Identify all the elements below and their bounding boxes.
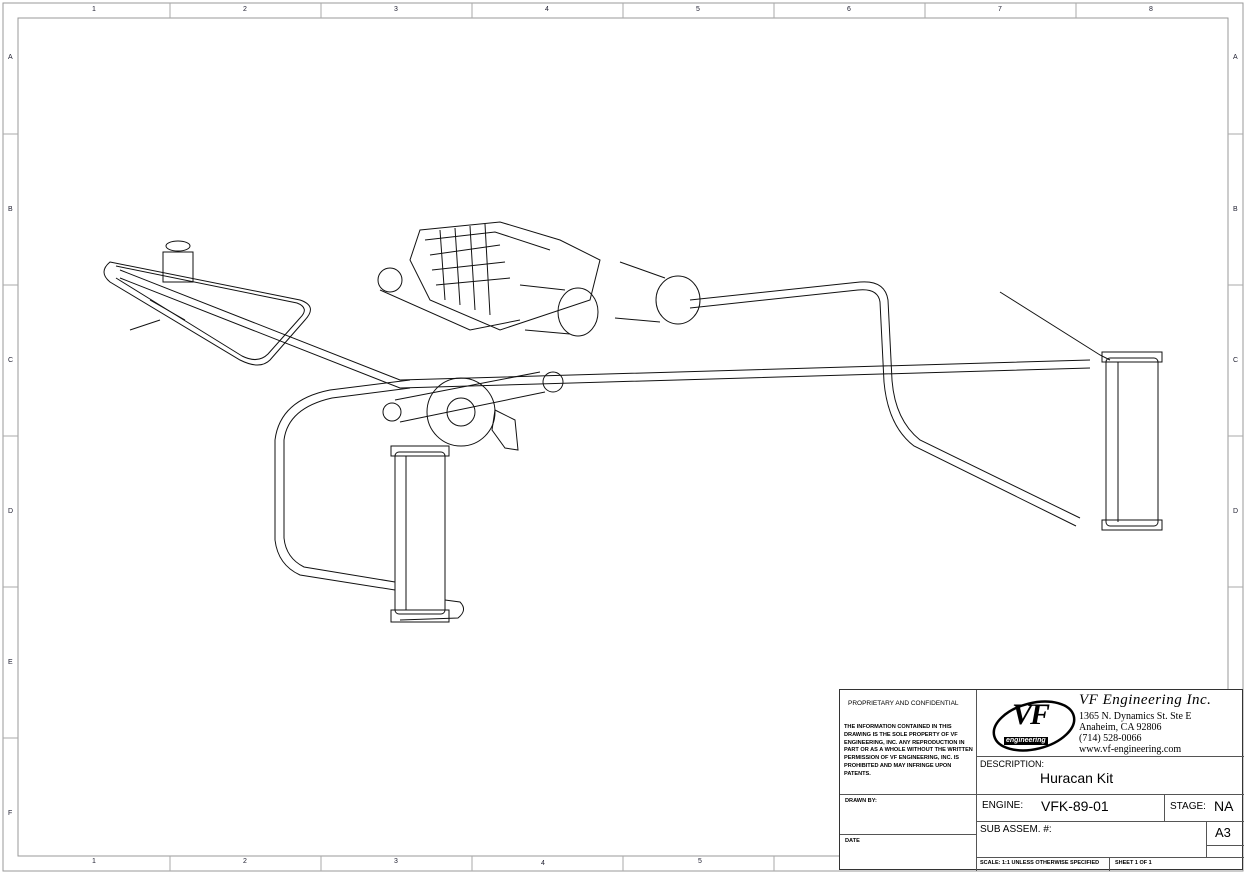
zone-label-right: C: [1233, 357, 1239, 364]
sheet-size: A3: [1215, 825, 1231, 840]
zone-label-left: C: [8, 357, 14, 364]
zone-label-right: D: [1233, 508, 1239, 515]
zone-label-bottom: 2: [243, 858, 247, 865]
confidential-text: THE INFORMATION CONTAINED IN THIS DRAWIN…: [844, 724, 973, 777]
zone-label-top: 5: [696, 6, 700, 13]
zone-label-bottom: 4: [541, 860, 545, 867]
address-line-2: Anaheim, CA 92806: [1079, 722, 1162, 733]
confidential-heading: PROPRIETARY AND CONFIDENTIAL: [848, 700, 959, 707]
stage-label: STAGE:: [1170, 801, 1206, 812]
drawn-by-label: DRAWN BY:: [845, 798, 877, 804]
address-line-1: 1365 N. Dynamics St. Ste E: [1079, 711, 1192, 722]
zone-label-left: F: [8, 810, 13, 817]
title-block: PROPRIETARY AND CONFIDENTIAL THE INFORMA…: [839, 689, 1244, 871]
zone-label-bottom: 3: [394, 858, 398, 865]
sheet-number: SHEET 1 OF 1: [1115, 860, 1152, 866]
zone-label-left: D: [8, 508, 14, 515]
zone-label-right: A: [1233, 54, 1238, 61]
phone: (714) 528-0066: [1079, 733, 1142, 744]
zone-label-top: 6: [847, 6, 851, 13]
engine-label: ENGINE:: [982, 800, 1024, 811]
zone-ticks: [3, 3, 1243, 871]
scale-text: SCALE: 1:1 UNLESS OTHERWISE SPECIFIED: [980, 860, 1100, 866]
description-value: Huracan Kit: [1040, 770, 1114, 786]
zone-label-top: 8: [1149, 6, 1153, 13]
company-name: VF Engineering Inc.: [1079, 692, 1212, 708]
zone-label-top: 2: [243, 6, 247, 13]
zone-label-top: 4: [545, 6, 549, 13]
website: www.vf-engineering.com: [1079, 744, 1182, 755]
zone-label-top: 7: [998, 6, 1002, 13]
zone-label-left: B: [8, 206, 13, 213]
company-address: 1365 N. Dynamics St. Ste E Anaheim, CA 9…: [1079, 711, 1192, 755]
vf-logo: VF engineering: [990, 696, 1078, 752]
zone-label-left: E: [8, 659, 13, 666]
zone-label-right: B: [1233, 206, 1238, 213]
zone-label-bottom: 5: [698, 858, 702, 865]
zone-label-bottom: 1: [92, 858, 96, 865]
supercharger-kit-illustration: [103, 221, 1163, 623]
sub-assembly-label: SUB ASSEM. #:: [980, 824, 1052, 835]
stage-value: NA: [1214, 798, 1234, 814]
zone-label-top: 1: [92, 6, 96, 13]
description-label: DESCRIPTION:: [980, 759, 1045, 769]
zone-label-left: A: [8, 54, 13, 61]
engine-value: VFK-89-01: [1041, 798, 1109, 814]
zone-label-top: 3: [394, 6, 398, 13]
date-label: DATE: [845, 838, 860, 844]
